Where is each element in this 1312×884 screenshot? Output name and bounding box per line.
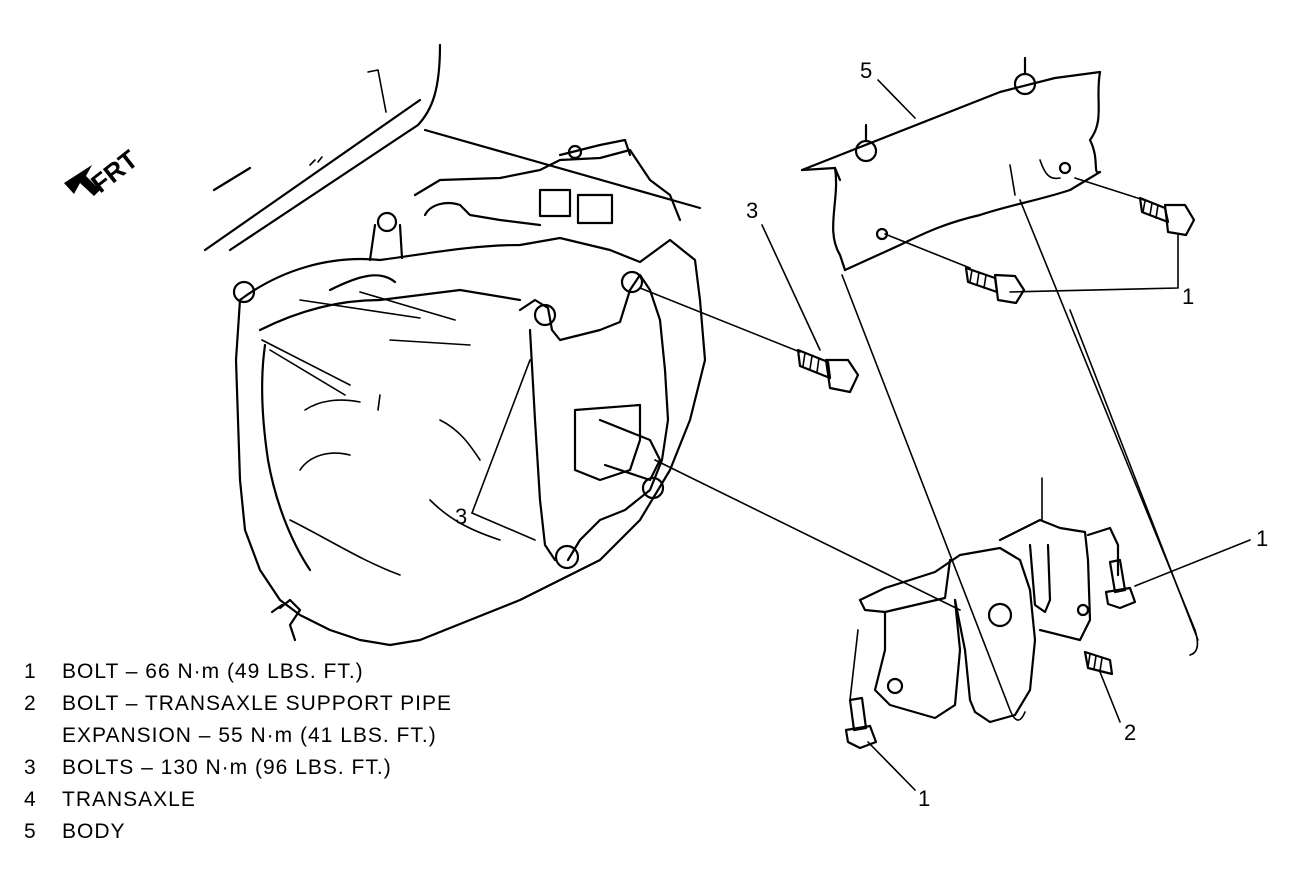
vehicle-frame-rail: [203, 43, 702, 252]
legend-item: 1 BOLT – 66 N·m (49 LBS. FT.): [24, 656, 452, 688]
bolt-mount-right: [1104, 558, 1137, 610]
transaxle-mount-bracket: [518, 270, 670, 570]
legend-text: BODY: [62, 820, 126, 843]
legend-item: 2 BOLT – TRANSAXLE SUPPORT PIPE: [24, 688, 452, 720]
bolt-body-upper: [1138, 196, 1196, 237]
body-panel: [800, 56, 1102, 272]
callout-support-pipe-bolt: 2: [1124, 720, 1136, 745]
bolt-transaxle-upper: [796, 348, 860, 394]
callout-leaders: [471, 79, 1251, 791]
bolt-body-lower: [964, 266, 1026, 305]
legend-text: BOLT – TRANSAXLE SUPPORT PIPE: [62, 692, 453, 715]
callout-bolts-left: 3: [455, 504, 467, 529]
parts-legend: 1 BOLT – 66 N·m (49 LBS. FT.) 2 BOLT – T…: [24, 656, 452, 848]
front-arrow-icon: [64, 165, 100, 196]
legend-text: BOLT – 66 N·m (49 LBS. FT.): [62, 660, 364, 683]
callout-bolt-right-upper: 1: [1182, 284, 1194, 309]
legend-item: 3 BOLTS – 130 N·m (96 LBS. FT.): [24, 752, 452, 784]
transaxle-body: [232, 138, 707, 647]
support-pipes: [639, 177, 1199, 721]
callout-body: 5: [860, 58, 872, 83]
callout-bolt-right-lower: 1: [1256, 526, 1268, 551]
callout-bolt-bottom: 1: [918, 786, 930, 811]
callout-bolts-top: 3: [746, 198, 758, 223]
legend-number: 5: [24, 820, 37, 843]
legend-text: BOLTS – 130 N·m (96 LBS. FT.): [62, 756, 392, 779]
bolt-mount-bottom: [844, 696, 878, 750]
legend-text: TRANSAXLE: [62, 788, 196, 811]
legend-text: EXPANSION – 55 N·m (41 LBS. FT.): [62, 724, 437, 747]
legend-number: 3: [24, 756, 37, 779]
front-direction-indicator: FRT: [64, 144, 144, 199]
legend-number: 1: [24, 660, 37, 683]
legend-number: 2: [24, 692, 37, 715]
bolt-support-pipe-expansion: [1083, 650, 1114, 676]
legend-item: 4 TRANSAXLE: [24, 784, 452, 816]
legend-item: 5 BODY: [24, 816, 452, 848]
lower-mount-assembly: [849, 477, 1120, 724]
legend-number: 4: [24, 788, 37, 811]
legend-item-continuation: EXPANSION – 55 N·m (41 LBS. FT.): [24, 720, 452, 752]
